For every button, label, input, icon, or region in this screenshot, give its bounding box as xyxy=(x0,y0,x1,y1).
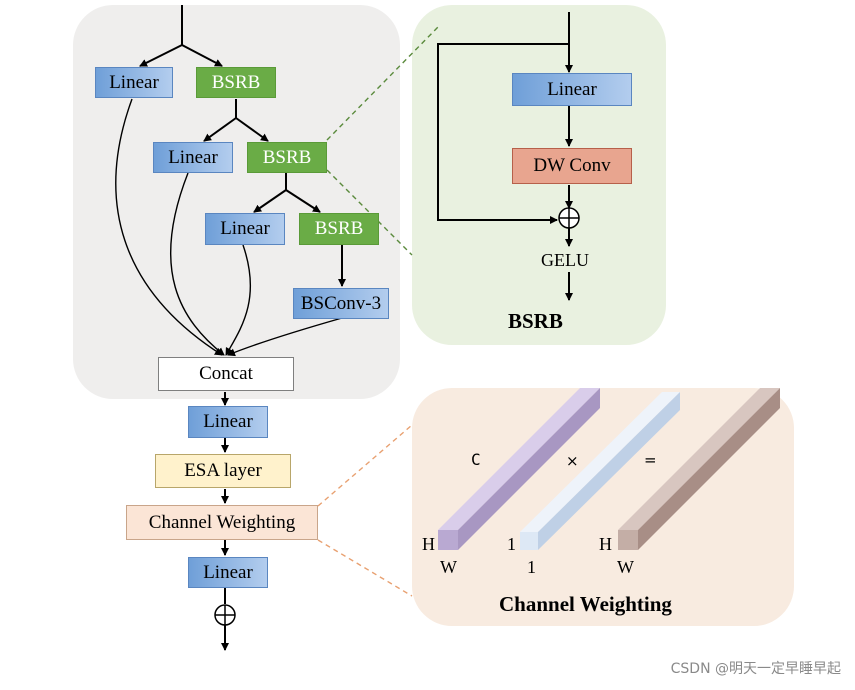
linear-node-4: Linear xyxy=(188,406,268,438)
edge-split-3-right xyxy=(285,189,321,213)
esa-layer-node: ESA layer xyxy=(155,454,291,488)
zoom-line-cw-top xyxy=(317,424,413,507)
zoom-line-cw-bottom xyxy=(317,539,413,597)
linear-node-5: Linear xyxy=(188,557,268,588)
channel-weighting-node: Channel Weighting xyxy=(126,505,318,540)
cw-width-label-right: W xyxy=(617,557,634,577)
bsrb-node-2: BSRB xyxy=(247,142,327,173)
cw-height-label-left: H xyxy=(422,534,435,554)
edge-split-1-right xyxy=(181,44,223,67)
cw-channel-label: C xyxy=(471,450,481,469)
cw-equals-sign: = xyxy=(644,451,657,469)
cw-multiply-sign: × xyxy=(566,452,579,470)
linear-node-1: Linear xyxy=(95,67,173,98)
cw-one-label-bottom: 1 xyxy=(527,557,536,577)
edge-bsconv-concat xyxy=(227,317,343,357)
cw-one-label-left: 1 xyxy=(507,534,516,554)
bsconv-node: BSConv-3 xyxy=(293,288,389,319)
bsrb-node-1: BSRB xyxy=(196,67,276,98)
edge-linear1-concat xyxy=(115,98,223,356)
tensor-bar-input xyxy=(438,388,600,550)
zoom-line-bsrb-bottom xyxy=(326,169,413,256)
zoom-line-bsrb-top xyxy=(326,24,441,141)
tensor-bar-weights xyxy=(520,392,680,550)
bsrb-detail-linear: Linear xyxy=(512,73,632,106)
bsrb-detail-gelu: GELU xyxy=(541,250,589,270)
edge-split-3-left xyxy=(253,189,287,213)
bsrb-node-3: BSRB xyxy=(299,213,379,245)
cw-width-label-left: W xyxy=(440,557,457,577)
cw-detail-title: Channel Weighting xyxy=(499,592,672,616)
edge-linear3-concat xyxy=(225,244,252,356)
edge-linear2-concat xyxy=(169,172,225,356)
watermark: CSDN @明天一定早睡早起 xyxy=(670,661,841,677)
bsrb-detail-title: BSRB xyxy=(508,309,563,333)
edge-split-1-left xyxy=(139,44,183,67)
linear-node-2: Linear xyxy=(153,142,233,173)
edge-split-2-left xyxy=(203,117,237,142)
cw-height-label-right: H xyxy=(599,534,612,554)
edge-split-2-right xyxy=(235,117,269,142)
bsrb-skip xyxy=(437,43,569,224)
bsrb-detail-dwconv: DW Conv xyxy=(512,148,632,184)
linear-node-3: Linear xyxy=(205,213,285,245)
tensor-bar-output xyxy=(618,388,780,550)
concat-node: Concat xyxy=(158,357,294,391)
